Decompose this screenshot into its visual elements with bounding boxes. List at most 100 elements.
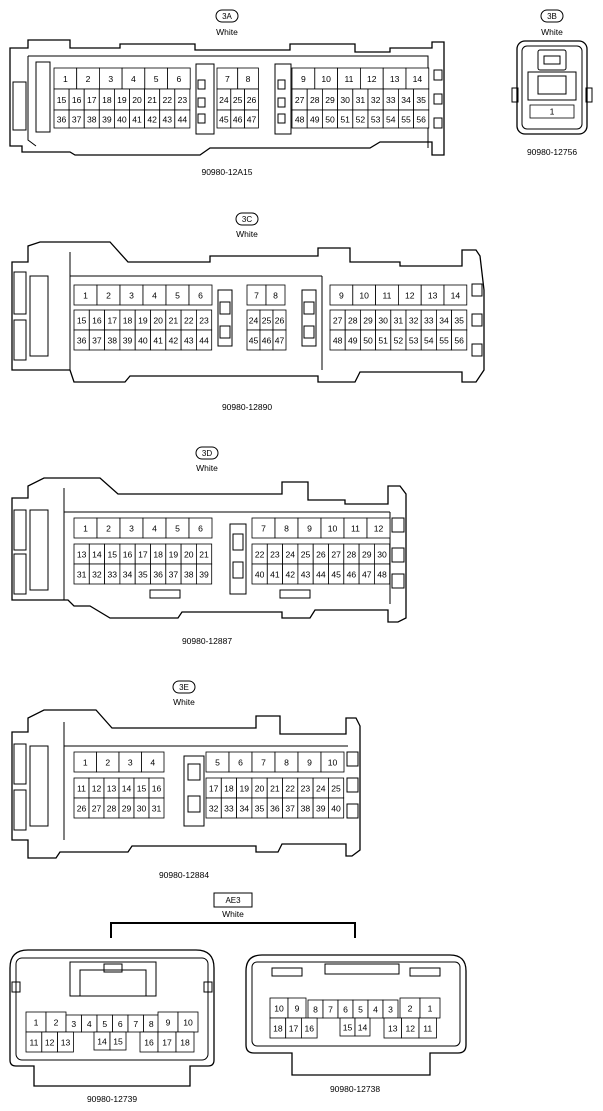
pin-number: 19 [117,95,127,105]
latch-left [13,319,27,361]
pin-number: 25 [262,316,272,326]
latch-left [13,271,27,315]
pin-number: 4 [150,758,155,768]
divider-right [301,289,317,347]
pin-number: 44 [178,115,188,125]
pin-number: 52 [356,115,366,125]
key-slot [471,313,483,327]
pin-number: 39 [102,115,112,125]
pin-number: 20 [184,550,194,560]
housing-outline [9,949,215,1087]
connector-color: White [196,463,218,473]
pin-number: 20 [255,784,265,794]
pin-number: 2 [105,758,110,768]
connector-id: 3E [179,683,189,692]
pin-number: 1 [83,524,88,534]
part-number: 90980-12A15 [201,167,252,177]
pin-number: 27 [92,804,102,814]
pin-number: 17 [107,316,117,326]
badge-3D [195,446,219,460]
pin-number: 7 [328,1005,333,1015]
pin-number: 21 [199,550,209,560]
pin-number: 42 [147,115,157,125]
pin-number: 1 [34,1018,39,1028]
pin-number: 1 [550,107,555,117]
pin-number: 28 [107,804,117,814]
pin-cell [413,109,430,129]
bottom-tab [279,589,311,599]
pin-number: 29 [362,550,372,560]
pin-number: 18 [102,95,112,105]
pin-number: 25 [331,784,341,794]
pin-number: 31 [394,316,404,326]
pin-number: 45 [219,115,229,125]
pin-number: 56 [416,115,426,125]
pin-number: 31 [152,804,162,814]
side-rib [203,981,213,993]
pin-cell [529,104,575,119]
pin-number: 14 [358,1023,368,1033]
lock-slot [543,55,561,65]
pin-number: 25 [233,95,243,105]
pin-number: 7 [133,1019,138,1029]
key-slot [197,113,206,124]
pin-number: 10 [183,1018,193,1028]
pin-number: 12 [374,524,384,534]
pin-number: 31 [356,95,366,105]
pin-number: 27 [295,95,305,105]
key-slot [471,343,483,357]
badge-AE3 [213,892,253,908]
pin-number: 14 [451,291,461,301]
pin-number: 47 [247,115,257,125]
rib-left [35,61,51,133]
pin-number: 29 [122,804,132,814]
pin-number: 12 [92,784,102,794]
pin-number: 33 [386,95,396,105]
pin-number: 21 [169,316,179,326]
pin-number: 16 [72,95,82,105]
connector-3B: 3B White 1 90980-12756 [511,9,593,157]
pin-number: 11 [383,291,392,301]
pin-number: 26 [77,804,87,814]
pin-number: 34 [239,804,249,814]
pin-number: 48 [377,570,387,580]
pin-number: 51 [378,336,388,346]
pin-number: 46 [233,115,243,125]
pin-number: 4 [152,524,157,534]
key-slot [346,777,359,793]
side-rib [11,981,21,993]
badge-3E [172,680,196,694]
housing-inner [15,957,209,1061]
pin-cell [272,329,287,351]
pin-cell [188,517,213,539]
connector-color: White [173,697,195,707]
pin-number: 5 [175,291,180,301]
pin-number: 46 [262,336,272,346]
pin-number: 39 [123,336,133,346]
pin-number: 18 [273,1024,283,1034]
key-slot [187,795,201,813]
key-slot [303,301,315,315]
pin-number: 38 [184,570,194,580]
pin-number: 37 [92,336,102,346]
pin-number: 26 [247,95,257,105]
pin-number: 30 [378,316,388,326]
key-slot [346,803,359,819]
pin-number: 3 [129,291,134,301]
pin-number: 16 [304,1024,314,1034]
divider-center [183,755,205,827]
pin-number: 9 [339,291,344,301]
pin-number: 46 [347,570,357,580]
housing-outline [11,241,485,383]
pin-number: 21 [147,95,157,105]
pin-number: 3 [128,758,133,768]
pin-number: 43 [301,570,311,580]
pin-number: 7 [254,291,259,301]
pin-number: 23 [301,784,311,794]
